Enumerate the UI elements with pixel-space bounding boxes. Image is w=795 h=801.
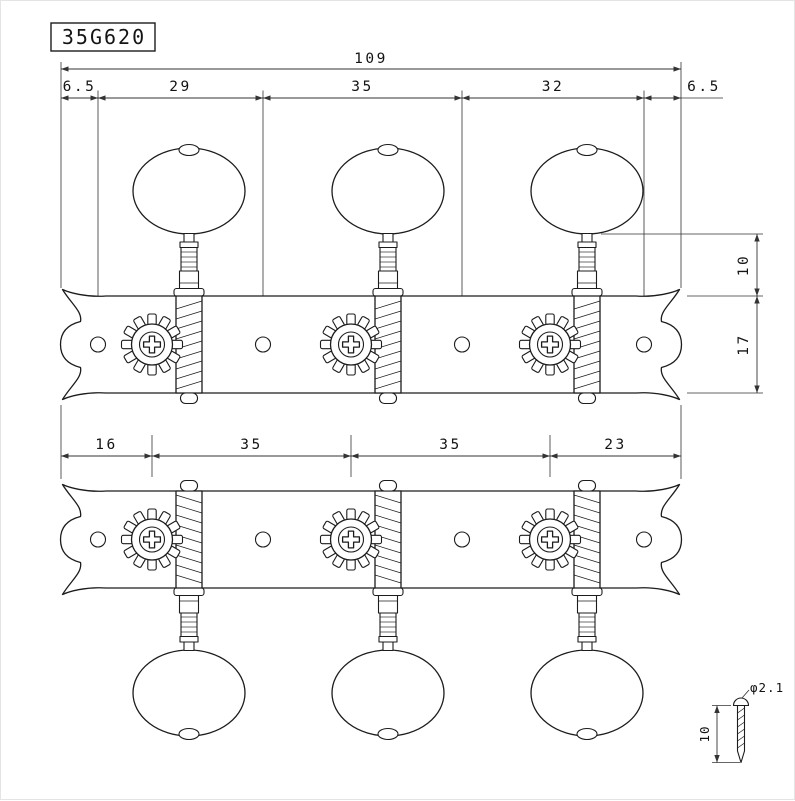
dim-label-screw-diameter: φ2.1 [750,680,784,695]
dim-label-screw-length: 10 [697,725,712,742]
dim-label-plate-width: 17 [736,333,752,355]
dim-side: 10 17 [601,233,763,394]
dim-label-top-1: 29 [169,79,191,95]
dim-label-top-4: 6.5 [687,79,721,95]
screw-detail: φ2.1 10 [697,680,784,764]
dim-label-top-3: 32 [542,79,564,95]
top-tuner-assembly [61,145,682,404]
dim-label-top-0: 6.5 [63,79,97,95]
screw-shank [736,704,746,764]
dim-label-mid-1: 35 [240,437,262,453]
dim-label-mid-0: 16 [95,437,117,453]
bottom-tuner-assembly [61,481,682,740]
dim-total-width: 109 [60,51,682,288]
screw-head [732,697,750,707]
screw-thread-hatch [737,707,745,749]
dim-label-mid-2: 35 [439,437,461,453]
dim-hole-spacing: 6.5 29 35 32 6.5 [61,79,723,331]
dim-label-mid-3: 23 [604,437,626,453]
dim-label-top-2: 35 [351,79,373,95]
dim-label-total: 109 [354,51,388,67]
model-number: 35G620 [62,25,146,49]
dim-label-post-height: 10 [736,254,752,276]
model-label: 35G620 [50,22,156,52]
dim-gear-spacing: 16 35 35 23 [60,405,682,479]
